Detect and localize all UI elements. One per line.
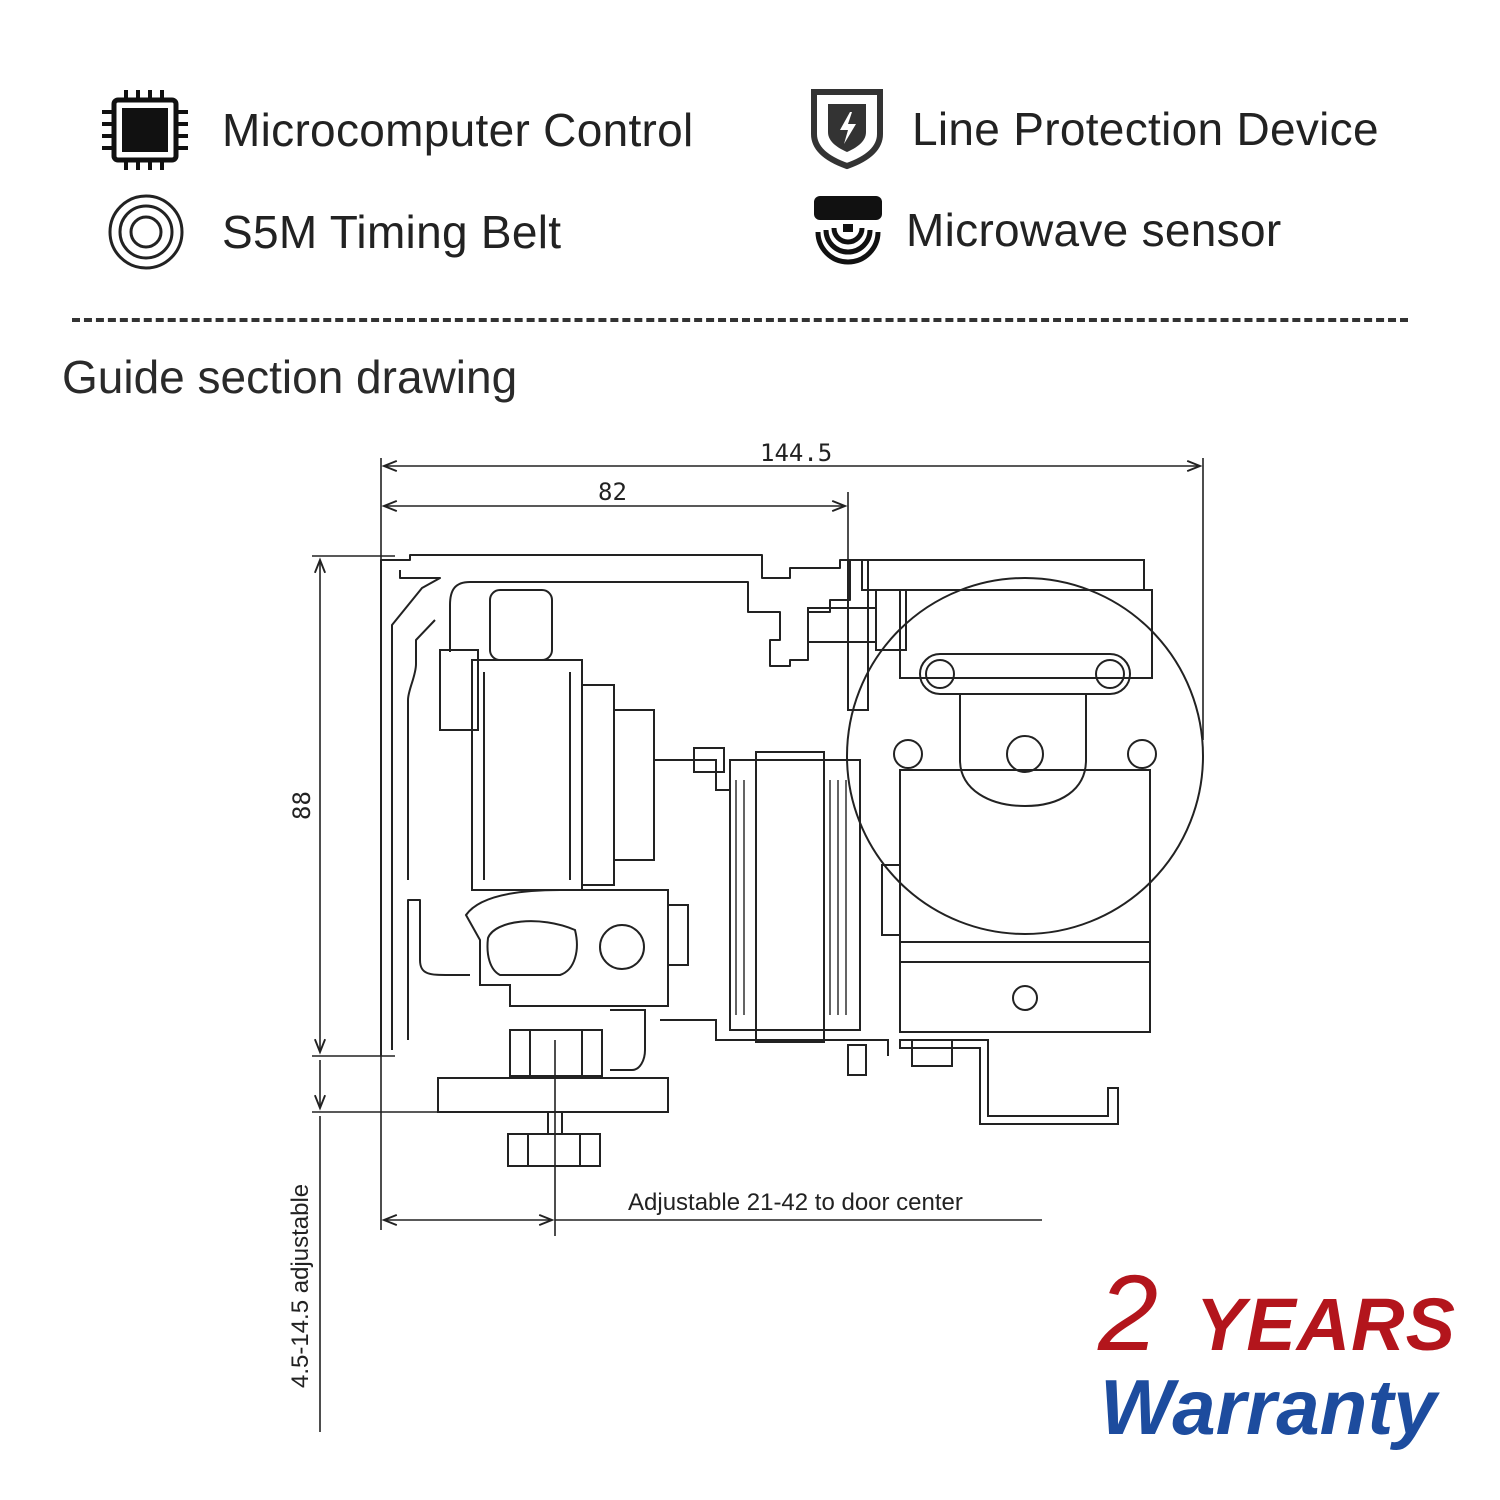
motor-housing xyxy=(807,559,1204,1033)
roller-assembly xyxy=(439,589,689,1071)
pulley-gear xyxy=(655,747,889,1076)
guide-rail-profile xyxy=(380,554,851,1056)
microchip-icon xyxy=(102,90,188,170)
feature-label: Microcomputer Control xyxy=(222,104,694,156)
feature-line-protection: Line Protection Device xyxy=(810,88,1379,170)
feature-microwave-sensor: Microwave sensor xyxy=(812,194,1281,266)
dim-inner-width: 82 xyxy=(598,478,627,506)
door-hanger-bracket xyxy=(899,1039,1119,1125)
dimension-lines xyxy=(312,458,1204,1432)
warranty-word: Warranty xyxy=(1100,1363,1437,1451)
warranty-number: 2 xyxy=(1098,1252,1159,1373)
dim-door-center: Adjustable 21-42 to door center xyxy=(628,1189,963,1216)
dim-overall-width: 144.5 xyxy=(760,439,832,467)
dashed-divider xyxy=(72,318,1408,322)
feature-timing-belt: S5M Timing Belt xyxy=(106,192,561,272)
feature-label: Line Protection Device xyxy=(912,103,1379,155)
feature-microcomputer-control: Microcomputer Control xyxy=(100,90,694,170)
feature-label: Microwave sensor xyxy=(906,204,1282,256)
dim-vertical-adjust: 4.5-14.5 adjustable xyxy=(287,1184,314,1388)
dim-height: 88 xyxy=(288,791,316,820)
warranty-unit: YEARS xyxy=(1196,1283,1456,1366)
shield-bolt-icon xyxy=(811,89,883,170)
feature-label: S5M Timing Belt xyxy=(222,206,562,258)
section-title: Guide section drawing xyxy=(62,351,518,403)
concentric-rings-icon xyxy=(108,194,184,270)
microwave-sensor-icon xyxy=(814,196,882,265)
bolt-and-bracket xyxy=(437,1029,669,1167)
